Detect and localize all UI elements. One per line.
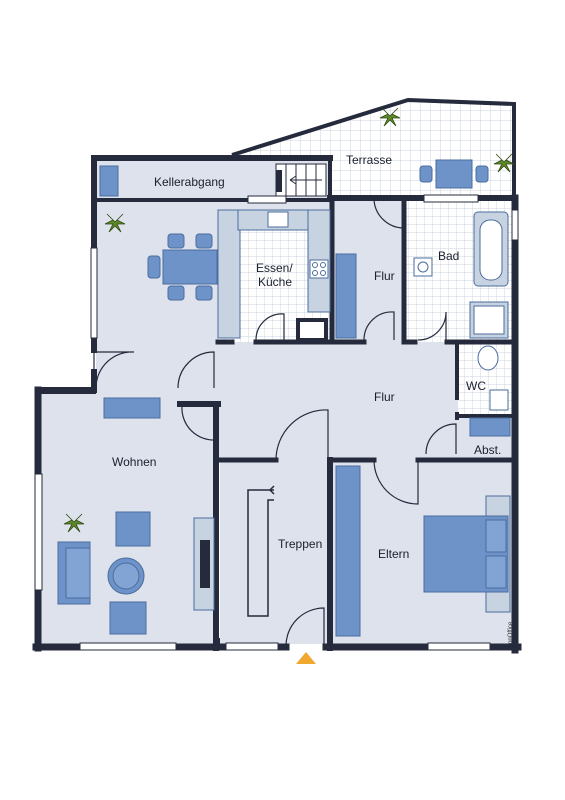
plant-icon-dining <box>104 213 126 233</box>
brand-label: onOffice <box>508 621 514 644</box>
room-labels: Kellerabgang Terrasse Essen/ Küche Flur … <box>112 153 514 644</box>
label-wohnen: Wohnen <box>112 455 156 469</box>
label-wc: WC <box>466 379 486 393</box>
terrace-table-set <box>419 159 489 189</box>
doors <box>93 197 457 648</box>
label-flur-upper: Flur <box>374 269 395 283</box>
flur-wardrobe <box>335 253 357 339</box>
label-kellerabgang: Kellerabgang <box>154 175 225 189</box>
living-furniture <box>57 397 215 635</box>
staircase <box>247 485 275 617</box>
plant-icon-terrace-right <box>493 153 515 173</box>
label-eltern: Eltern <box>378 547 409 561</box>
label-kueche: Küche <box>258 275 292 289</box>
kitchen-units <box>217 209 331 342</box>
bathroom-fixtures <box>413 211 509 339</box>
bedroom-furniture <box>335 465 511 637</box>
label-treppen: Treppen <box>278 537 322 551</box>
dining-table-set <box>147 233 218 301</box>
entrance-arrow-icon <box>296 652 316 664</box>
kellerabgang-stairs <box>99 163 327 197</box>
plant-icons <box>63 107 515 533</box>
plant-icon-terrace-top <box>379 107 401 127</box>
plant-icon-wohnen <box>63 513 85 533</box>
label-flur-main: Flur <box>374 390 395 404</box>
abst-shelf <box>469 417 511 437</box>
label-abst: Abst. <box>474 443 501 457</box>
label-essen: Essen/ <box>256 261 293 275</box>
label-terrasse: Terrasse <box>346 153 392 167</box>
wc-fixtures <box>477 345 509 411</box>
label-bad: Bad <box>438 249 459 263</box>
windows <box>34 194 519 651</box>
